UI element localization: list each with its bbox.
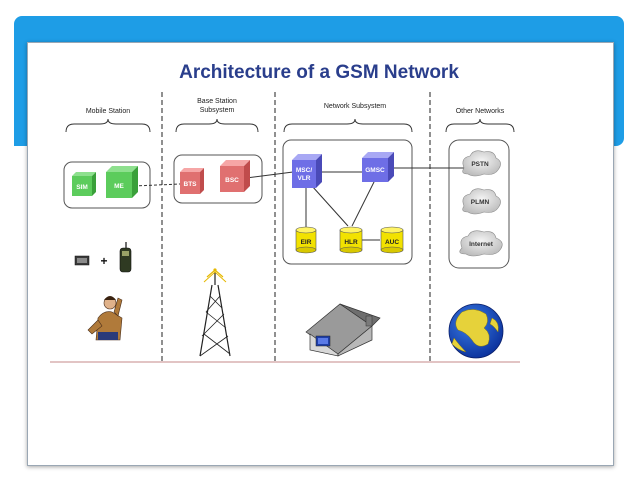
- bts-label: BTS: [184, 181, 198, 188]
- gmsc-block: GMSC: [362, 152, 394, 182]
- msc-vlr-block: MSC/ VLR: [292, 154, 322, 188]
- brace-nss: [283, 118, 413, 133]
- msc-label: MSC/: [296, 167, 312, 174]
- link-gmsc-hlr: [351, 179, 376, 227]
- internet-label: Internet: [469, 241, 494, 248]
- brace-bss: [175, 118, 259, 133]
- sim-card-icon: [74, 255, 90, 266]
- plmn-label: PLMN: [471, 199, 490, 206]
- person-on-phone-icon: [87, 296, 123, 341]
- section-label-bss-line1: Base Station: [197, 98, 237, 105]
- pstn-cloud: PSTN: [462, 150, 501, 177]
- globe-icon: [448, 303, 504, 359]
- bts-block: BTS: [180, 168, 204, 194]
- section-label-other-networks: Other Networks: [456, 108, 505, 115]
- section-label-nss: Network Subsystem: [324, 103, 386, 110]
- eir-label: EIR: [301, 239, 312, 246]
- brace-other-networks: [445, 118, 515, 133]
- plmn-cloud: PLMN: [462, 188, 501, 215]
- bsc-block: BSC: [220, 160, 250, 192]
- house-icon: [305, 303, 381, 357]
- hlr-label: HLR: [344, 239, 358, 246]
- eir-database: EIR: [295, 226, 317, 254]
- auc-database: AUC: [380, 226, 404, 254]
- hlr-database: HLR: [339, 226, 363, 254]
- auc-label: AUC: [385, 239, 399, 246]
- vlr-label: VLR: [298, 175, 311, 182]
- brace-mobile-station: [65, 118, 151, 133]
- internet-cloud: Internet: [459, 230, 503, 257]
- pstn-label: PSTN: [471, 161, 489, 168]
- me-label: ME: [114, 183, 124, 190]
- gmsc-label: GMSC: [365, 167, 385, 174]
- sim-label: SIM: [76, 184, 88, 191]
- bsc-label: BSC: [225, 177, 239, 184]
- section-label-mobile-station: Mobile Station: [86, 108, 130, 115]
- radio-tower-icon: [199, 268, 231, 357]
- link-me-bts: [133, 183, 181, 187]
- me-block: ME: [106, 166, 138, 198]
- sim-block: SIM: [72, 172, 96, 196]
- link-bsc-msc: [245, 171, 294, 179]
- link-msc-hlr: [311, 185, 349, 227]
- mobile-phone-icon: [119, 242, 132, 273]
- section-label-bss-line2: Subsystem: [200, 107, 235, 114]
- page-title: Architecture of a GSM Network: [179, 62, 459, 83]
- plus-sign: +: [100, 254, 107, 268]
